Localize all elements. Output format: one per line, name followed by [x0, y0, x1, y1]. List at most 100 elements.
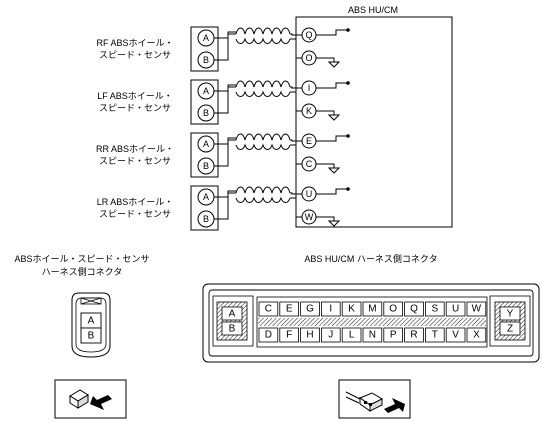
ground-icon [327, 220, 341, 227]
module-wire-bottom [290, 144, 302, 165]
hu-pin-cell [279, 301, 299, 317]
sensor-pin-b: B [203, 161, 209, 171]
internal-supply-line [316, 135, 348, 142]
sensor-wire-a [214, 139, 236, 145]
hu-pin-left-bottom: B [229, 324, 236, 335]
sensor-pin-b: B [203, 108, 209, 118]
sensor-connector-box [190, 185, 219, 231]
hu-connector-title: ABS HU/CM ハーネス側コネクタ [304, 253, 437, 264]
sensor-pin-a: A [203, 86, 209, 96]
hu-pin-cell [424, 301, 445, 317]
sensor-wire-b [214, 84, 236, 114]
ground-line [316, 216, 335, 221]
hu-pin-top: M [368, 304, 376, 315]
sensor-connector-pin-b: B [88, 331, 95, 342]
hu-pin-bottom: D [265, 330, 272, 341]
hu-pin-cell [300, 327, 320, 343]
module-terminal-1: Q [305, 30, 312, 40]
module-wire-top [290, 139, 302, 142]
hu-pin-bottom: T [432, 330, 438, 341]
hu-pin-cell [258, 301, 279, 317]
sensor-connector-box [190, 79, 219, 125]
sensor-connector-pin-a: A [88, 316, 95, 327]
hu-pin-cell [466, 327, 487, 343]
sensor-connector-drawing: A B [71, 292, 111, 358]
twisted-pair-coil [235, 37, 291, 44]
module-wire-bottom [290, 91, 302, 112]
internal-supply-line [316, 29, 348, 36]
sensor-group: RF ABSホイール・スピード・センサ A B Q O [96, 26, 350, 72]
sensor-connector-icon [54, 379, 127, 419]
module-terminal-2: O [305, 53, 312, 63]
module-box [295, 16, 453, 228]
hu-pin-cell [424, 327, 445, 343]
sensor-wire-b [214, 190, 236, 220]
sensor-label-line2: スピード・センサ [99, 156, 171, 166]
hu-pin-bottom: H [306, 330, 313, 341]
sensor-label-line1: LF ABSホイール・ [97, 91, 173, 101]
hu-pin-top: Q [410, 304, 418, 315]
sensor-wire-b [214, 137, 236, 167]
sensor-wire-a [214, 33, 236, 39]
ground-icon [327, 167, 341, 174]
hu-pin-right-bottom: Z [507, 324, 513, 335]
twisted-pair-coil [235, 90, 291, 97]
ground-line [316, 57, 335, 62]
sensor-pin-a: A [203, 139, 209, 149]
module-terminal-2: K [306, 106, 312, 116]
ground-icon [327, 114, 341, 121]
sensor-label-line1: LR ABSホイール・ [97, 197, 174, 207]
twisted-pair-coil [235, 27, 291, 35]
hu-pin-cell [362, 327, 383, 343]
sensor-pin-b: B [203, 55, 209, 65]
sensor-wire-a [214, 86, 236, 92]
sensor-connector-title-line1: ABSホイール・スピード・センサ [14, 254, 149, 264]
hu-pin-top: E [286, 304, 293, 315]
hu-pin-bottom: F [286, 330, 292, 341]
sensor-label-line1: RR ABSホイール・ [96, 144, 174, 154]
sensor-label-line2: スピード・センサ [99, 103, 171, 113]
hu-pin-top: W [472, 304, 482, 315]
twisted-pair-coil [235, 186, 291, 194]
hu-pin-top: K [348, 304, 355, 315]
module-terminal-2: W [305, 212, 314, 222]
sensor-label-line2: スピード・センサ [99, 209, 171, 219]
hu-pin-bottom: R [410, 330, 417, 341]
hu-pin-cell [383, 327, 403, 343]
sensor-groups: RF ABSホイール・スピード・センサ A B Q O LF ABSホイール・スピード・セ… [96, 26, 350, 231]
sensor-label-line1: RF ABSホイール・ [96, 38, 173, 48]
hu-pin-top: C [265, 304, 272, 315]
hu-pin-cell [320, 327, 341, 343]
hu-connector-icon [338, 379, 411, 419]
junction-dot [346, 134, 350, 138]
twisted-pair-coil [235, 143, 291, 150]
hu-pin-bottom: N [369, 330, 376, 341]
sensor-connector-box [190, 26, 219, 72]
twisted-pair-coil [235, 196, 291, 203]
module-terminal-1: E [306, 136, 312, 146]
sensor-label-line2: スピード・センサ [99, 50, 171, 60]
ground-line [316, 163, 335, 168]
hu-pin-cell [320, 301, 341, 317]
junction-dot [346, 81, 350, 85]
ground-line [316, 110, 335, 115]
internal-supply-line [316, 188, 348, 195]
sensor-pin-a: A [203, 33, 209, 43]
hu-pin-cell [341, 327, 362, 343]
internal-supply-line [316, 82, 348, 89]
sensor-pin-a: A [203, 192, 209, 202]
hu-pin-bottom: J [328, 330, 333, 341]
module-wire-top [290, 33, 302, 36]
module-wire-bottom [290, 197, 302, 218]
module-terminal-1: U [306, 189, 313, 199]
module-wire-top [290, 192, 302, 195]
sensor-connector-title-line2: ハーネス側コネクタ [42, 266, 123, 277]
sensor-connector-section: ABSホイール・スピード・センサ ハーネス側コネクタ A B [14, 254, 150, 358]
